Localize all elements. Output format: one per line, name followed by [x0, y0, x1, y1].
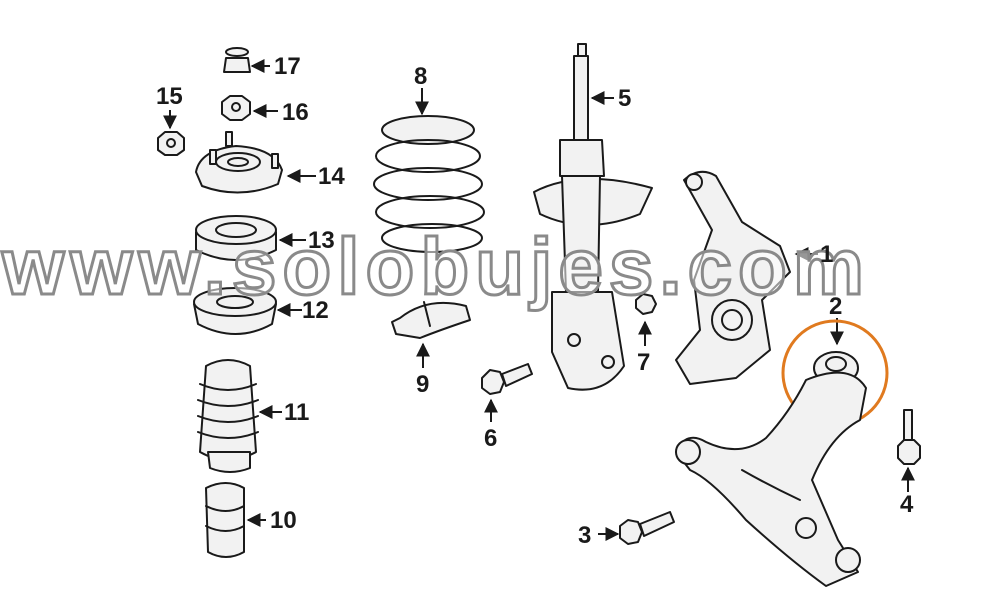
part-11-dust-boot [197, 359, 282, 473]
label-part-9: 9 [416, 371, 429, 398]
label-part-15: 15 [156, 83, 183, 110]
part-14-strut-mount [195, 131, 316, 194]
part-3-bolt [598, 511, 675, 545]
part-4-bolt [897, 409, 921, 492]
part-5-strut-assembly [533, 43, 653, 391]
part-15-nut [157, 110, 185, 156]
part-13-bearing [195, 215, 306, 261]
part-7-nut [635, 293, 657, 346]
label-part-17: 17 [274, 53, 301, 80]
part-10-bump-stop [205, 482, 266, 558]
label-part-16: 16 [282, 99, 309, 126]
watermark-text: www.solobujes.com [1, 222, 870, 311]
label-part-2: 2 [829, 293, 842, 320]
part-9-spring-isolator [391, 301, 471, 368]
lower-control-arm [675, 371, 867, 587]
part-12-spring-seat [193, 287, 302, 335]
label-part-8: 8 [414, 63, 427, 90]
label-part-12: 12 [302, 297, 329, 324]
label-part-11: 11 [284, 399, 309, 426]
label-part-4: 4 [900, 491, 914, 518]
part-16-nut [221, 95, 278, 121]
part-8-coil-spring [373, 88, 485, 253]
label-part-1: 1 [820, 241, 833, 268]
part-17-cap [223, 47, 270, 73]
label-part-7: 7 [637, 349, 650, 376]
part-6-bolt [481, 363, 533, 422]
label-part-14: 14 [318, 163, 345, 190]
part-1-steering-knuckle [675, 170, 818, 385]
label-part-5: 5 [618, 85, 631, 112]
label-part-6: 6 [484, 425, 497, 452]
label-part-13: 13 [308, 227, 335, 254]
label-part-3: 3 [578, 522, 591, 549]
label-part-10: 10 [270, 507, 297, 534]
